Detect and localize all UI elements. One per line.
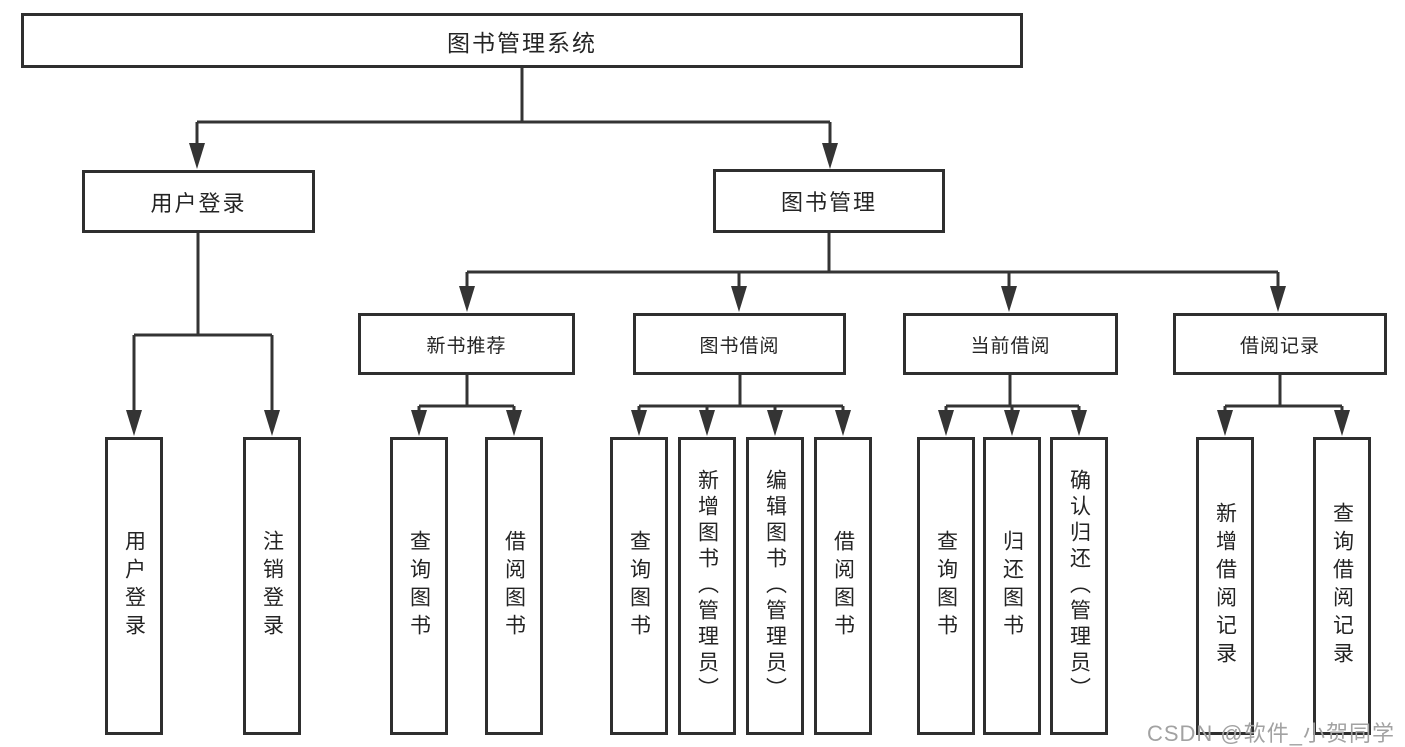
csdn-watermark: CSDN @软件_小贺同学 xyxy=(1146,721,1395,746)
leaf-recommend-borrow-books: 借阅图书 xyxy=(485,437,543,735)
arrowhead xyxy=(1270,286,1286,312)
leaf-return-books: 归还图书 xyxy=(983,437,1041,735)
leaf-borrowing-query-books: 查询图书 xyxy=(610,437,668,735)
node-new-book-recommend: 新书推荐 xyxy=(358,313,575,375)
leaf-borrowing-borrow-books-label: 借阅图书 xyxy=(831,530,855,642)
arrowhead xyxy=(506,410,522,436)
leaf-logout-label: 注销登录 xyxy=(260,530,284,642)
leaf-logout: 注销登录 xyxy=(243,437,301,735)
leaf-current-query-books: 查询图书 xyxy=(917,437,975,735)
leaf-current-query-books-label: 查询图书 xyxy=(934,530,958,642)
arrowhead xyxy=(699,410,715,436)
node-root: 图书管理系统 xyxy=(21,13,1023,68)
arrowhead xyxy=(1334,410,1350,436)
node-book-borrowing: 图书借阅 xyxy=(633,313,846,375)
leaf-user-login-label: 用户登录 xyxy=(122,530,146,642)
arrowhead xyxy=(731,286,747,312)
leaf-edit-books-admin: 编辑图书（管理员） xyxy=(746,437,804,735)
leaf-add-books-admin: 新增图书（管理员） xyxy=(678,437,736,735)
leaf-confirm-return-admin-label: 确认归还（管理员） xyxy=(1067,469,1091,703)
node-user-login: 用户登录 xyxy=(82,170,315,233)
arrowheads xyxy=(126,143,1350,436)
leaf-return-books-label: 归还图书 xyxy=(1000,530,1024,642)
leaf-add-borrow-record-label: 新增借阅记录 xyxy=(1213,502,1237,670)
leaf-edit-books-admin-label: 编辑图书（管理员） xyxy=(763,469,787,703)
node-current-borrowing-label: 当前借阅 xyxy=(970,335,1051,357)
arrowhead xyxy=(411,410,427,436)
arrowhead xyxy=(1001,286,1017,312)
arrowhead xyxy=(459,286,475,312)
leaf-borrowing-borrow-books: 借阅图书 xyxy=(814,437,872,735)
leaf-add-books-admin-label: 新增图书（管理员） xyxy=(695,469,719,703)
arrowhead xyxy=(1071,410,1087,436)
node-book-management: 图书管理 xyxy=(713,169,945,233)
leaf-recommend-borrow-books-label: 借阅图书 xyxy=(502,530,526,642)
node-borrowing-records-label: 借阅记录 xyxy=(1239,335,1320,357)
node-current-borrowing: 当前借阅 xyxy=(903,313,1118,375)
leaf-query-borrow-record: 查询借阅记录 xyxy=(1313,437,1371,735)
arrowhead xyxy=(822,143,838,169)
arrowhead xyxy=(631,410,647,436)
node-borrowing-records: 借阅记录 xyxy=(1173,313,1387,375)
arrowhead xyxy=(835,410,851,436)
leaf-confirm-return-admin: 确认归还（管理员） xyxy=(1050,437,1108,735)
leaf-recommend-query-books: 查询图书 xyxy=(390,437,448,735)
arrowhead xyxy=(264,410,280,436)
node-book-borrowing-label: 图书借阅 xyxy=(699,335,780,357)
arrowhead xyxy=(126,410,142,436)
connector-paths xyxy=(132,68,1344,413)
leaf-user-login: 用户登录 xyxy=(105,437,163,735)
arrowhead xyxy=(767,410,783,436)
node-new-book-recommend-label: 新书推荐 xyxy=(426,335,507,357)
node-user-login-label: 用户登录 xyxy=(150,190,247,216)
arrowhead xyxy=(1217,410,1233,436)
node-root-label: 图书管理系统 xyxy=(447,29,597,56)
arrowhead xyxy=(938,410,954,436)
node-book-management-label: 图书管理 xyxy=(780,190,877,215)
arrowhead xyxy=(1004,410,1020,436)
arrowhead xyxy=(189,143,205,169)
leaf-query-borrow-record-label: 查询借阅记录 xyxy=(1330,502,1354,670)
leaf-borrowing-query-books-label: 查询图书 xyxy=(627,530,651,642)
leaf-add-borrow-record: 新增借阅记录 xyxy=(1196,437,1254,735)
leaf-recommend-query-books-label: 查询图书 xyxy=(407,530,431,642)
